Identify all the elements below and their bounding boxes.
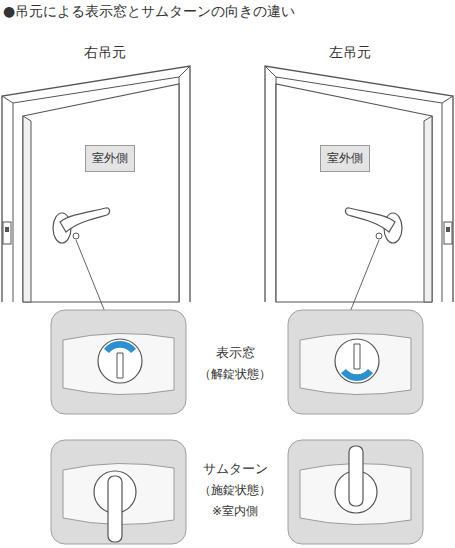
sign-text: 室外側 [327,150,363,167]
panel-caption: （施錠状態） [199,482,271,499]
sign-text: 室外側 [92,150,128,167]
hinge-side-label: 右吊元 [84,44,126,62]
panel-caption: （解錠状態） [199,366,271,383]
side-sign: 室外側 [320,145,370,172]
hinge-side-label: 左吊元 [329,44,371,62]
panel-caption: 表示窓 [216,344,255,362]
panel-note: ※室内側 [212,503,258,520]
side-sign: 室外側 [85,145,135,172]
panel-caption: サムターン [203,460,268,478]
diagram-title: ●吊元による表示窓とサムターンの向きの違い [3,3,295,21]
